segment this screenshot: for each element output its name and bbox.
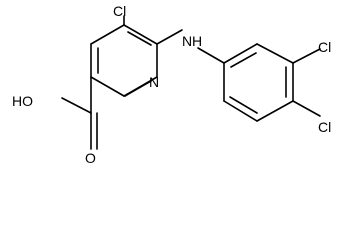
atom-label-cl-meta: Cl [318,39,331,55]
bond-c5-c6 [123,24,158,45]
bond-ph2-ph3 [256,43,294,64]
bond-ph4-ph5 [256,100,294,122]
bond-ph1-ph2 [223,43,258,64]
bond-ph5-ph6-double [229,96,258,114]
atom-label-ring-n: N [149,74,159,90]
atom-label-nh-n: N [182,33,192,49]
bond-n1-c2-double [124,80,152,97]
bond-c2-c3 [90,76,125,97]
bond-ph5-ph6 [223,100,258,122]
bond-ph3-cl [292,48,321,64]
atom-label-carbonyl-o: O [85,150,96,166]
bond-carboxyl-oh [61,97,92,114]
atom-label-nh-h: H [192,33,202,49]
bond-c5-c6-double [127,31,152,46]
bond-ph1-ph2-double [230,52,257,68]
chemical-structure-diagram: Cl N H N HO O Cl Cl [12,3,331,166]
molecule-drawing: Cl N H N HO O Cl Cl [12,3,331,166]
atom-label-cl-pyridine: Cl [113,3,126,19]
bond-c6-nh [156,29,183,45]
bond-nh-phenyl [197,47,225,64]
bond-c4-c5 [90,24,125,45]
bond-ph4-cl [292,100,321,117]
atom-label-cl-para: Cl [318,119,331,135]
atom-label-hydroxyl: HO [12,93,33,109]
